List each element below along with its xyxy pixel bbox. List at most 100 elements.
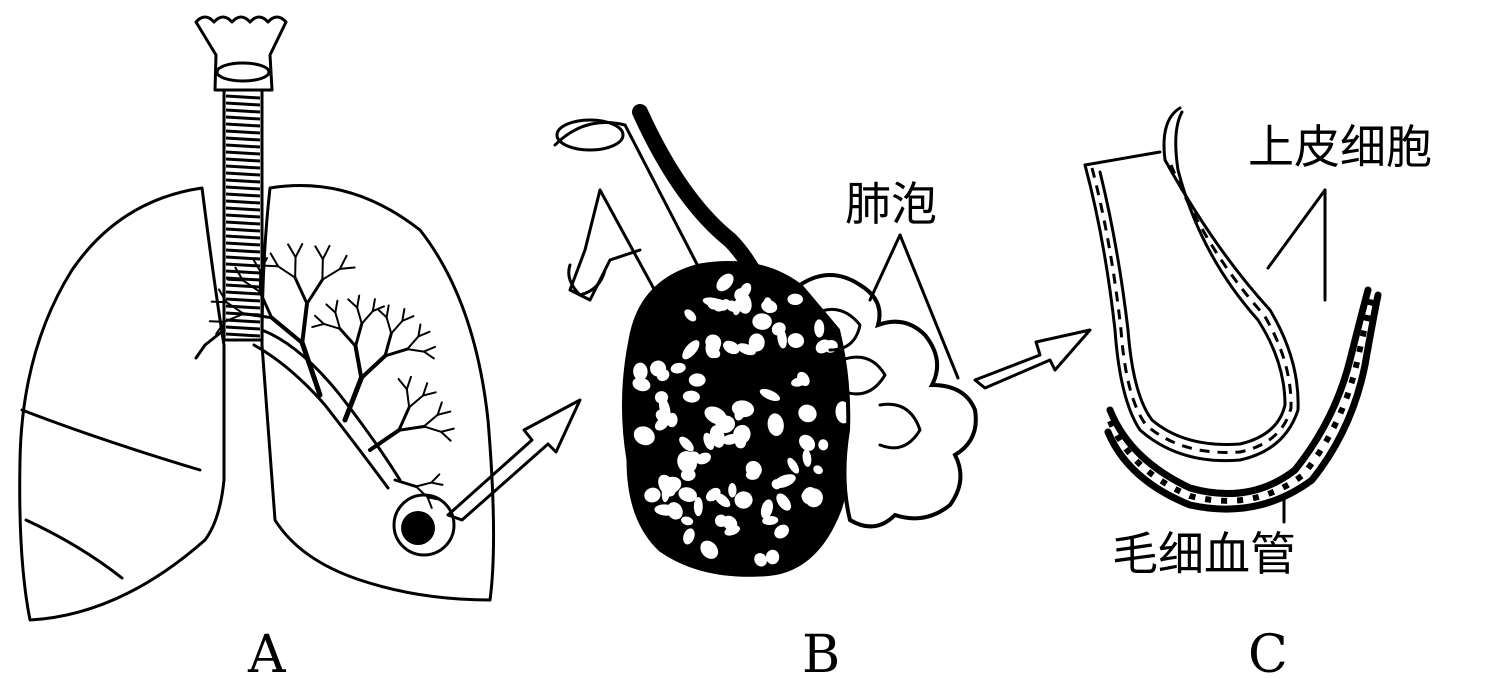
epithelial-pointer-1: [1268, 190, 1325, 268]
alveolus-top-edge: [1085, 152, 1160, 165]
bronchiole-branch: [324, 324, 340, 329]
bronchiole-branch: [424, 426, 441, 431]
panel-c-wall: 上皮细胞 毛细血管: [1085, 108, 1432, 581]
bronchiole-branch: [312, 324, 324, 327]
trachea-ring: [226, 173, 260, 175]
bronchiole-branch: [407, 377, 411, 389]
bronchiole-branch: [387, 317, 392, 333]
larynx: [196, 17, 286, 90]
bronchiole-branch: [391, 321, 402, 334]
trachea-ring: [226, 271, 260, 273]
bronchiole-branch: [356, 346, 362, 378]
bronchiole-branch: [322, 269, 340, 280]
bronchiole-branch: [228, 280, 243, 281]
bronchiole-branch: [212, 302, 227, 303]
epithelial-label: 上皮细胞: [1248, 120, 1432, 174]
bronchiole-branch: [340, 267, 355, 268]
bronchiole-branch: [424, 352, 434, 359]
trachea-ring: [226, 243, 260, 245]
trachea-ring: [226, 187, 260, 189]
bronchiole-branch: [399, 426, 424, 430]
arrow-b-to-c: [975, 330, 1090, 388]
trachea-ring: [226, 229, 260, 231]
alveoli-label: 肺泡: [845, 177, 937, 231]
larynx-ring: [217, 63, 269, 81]
panel-b-alveoli: 肺泡: [555, 112, 1090, 575]
bronchiole-branch: [357, 308, 362, 324]
bronchiole-branch: [441, 429, 454, 432]
alveolus-cluster-dot: [401, 511, 435, 545]
panel-label-a: A: [247, 625, 287, 679]
bronchiole-branch: [378, 309, 387, 317]
trachea-ring: [226, 327, 260, 329]
trachea-ring: [226, 159, 260, 161]
trachea-ring: [226, 250, 260, 252]
left-lung-fissure-2: [26, 520, 122, 578]
bronchiole-branch: [307, 280, 322, 304]
panel-label-b: B: [802, 625, 840, 679]
trachea-ring: [226, 194, 260, 196]
bronchiole-branch: [385, 349, 407, 356]
bronchiole-branch: [315, 316, 324, 324]
bronchial-tree: [210, 244, 454, 508]
trachea-ring: [226, 264, 260, 266]
bronchiole-branch: [272, 318, 303, 343]
capillary-hole: [787, 294, 803, 305]
trachea-ring: [226, 131, 260, 133]
bronchus-left: [196, 330, 224, 358]
trachea-ring: [226, 215, 260, 217]
trachea-rings: [226, 96, 260, 336]
bronchiole-branch: [399, 379, 407, 389]
bronchiole-branch: [340, 329, 356, 346]
bronchiole-branch: [407, 336, 418, 349]
capillary-outer: [1110, 290, 1368, 494]
left-lung: [20, 188, 224, 620]
trachea-ring: [226, 124, 260, 126]
trachea-ring: [226, 257, 260, 259]
bronchiole-branch: [424, 415, 438, 427]
trachea-ring: [226, 299, 260, 301]
left-lung-fissure-1: [22, 410, 200, 470]
bronchiole-branch: [295, 278, 307, 304]
panel-label-c: C: [1248, 625, 1288, 679]
bronchiole-branch: [288, 244, 295, 257]
bronchiole-branch: [356, 324, 362, 346]
trachea-ring: [226, 138, 260, 140]
arrow-a-to-b: [448, 400, 580, 520]
trachea-ring: [226, 145, 260, 147]
bronchiole-branch: [335, 313, 340, 329]
trachea-ring: [226, 96, 260, 98]
bronchiole-branch: [210, 321, 225, 322]
bronchiole-branch: [323, 246, 330, 259]
bronchiole-branch: [340, 256, 347, 269]
bronchiole-branch: [271, 254, 278, 267]
trachea-ring: [226, 201, 260, 203]
bronchiole-branch: [296, 244, 303, 257]
panel-a-lungs: [20, 17, 580, 620]
bronchiole-branch: [315, 246, 322, 259]
bronchiole-branch: [416, 483, 431, 487]
bronchiole-branch: [407, 389, 409, 407]
bronchiole-branch: [424, 347, 435, 352]
capillary-label: 毛细血管: [1112, 527, 1296, 581]
trachea-ring: [226, 222, 260, 224]
bronchiole-branch: [431, 474, 439, 482]
bronchus-right-inner: [254, 345, 388, 488]
bronchiole-branch: [399, 407, 409, 430]
bronchiole-branch: [348, 299, 357, 307]
trachea-ring: [226, 292, 260, 294]
right-lung: [262, 186, 494, 600]
trachea-ring: [226, 110, 260, 112]
trachea-ring: [226, 180, 260, 182]
trachea-ring: [226, 320, 260, 322]
trachea-ring: [226, 152, 260, 154]
bronchiole-branch: [431, 483, 442, 485]
bronchiole-branch: [326, 304, 335, 312]
bronchiole-branch: [409, 396, 423, 408]
trachea-ring: [226, 117, 260, 119]
capillary-cells: [1110, 292, 1373, 501]
trachea-ring: [226, 285, 260, 287]
bronchiole-branch: [361, 356, 385, 378]
